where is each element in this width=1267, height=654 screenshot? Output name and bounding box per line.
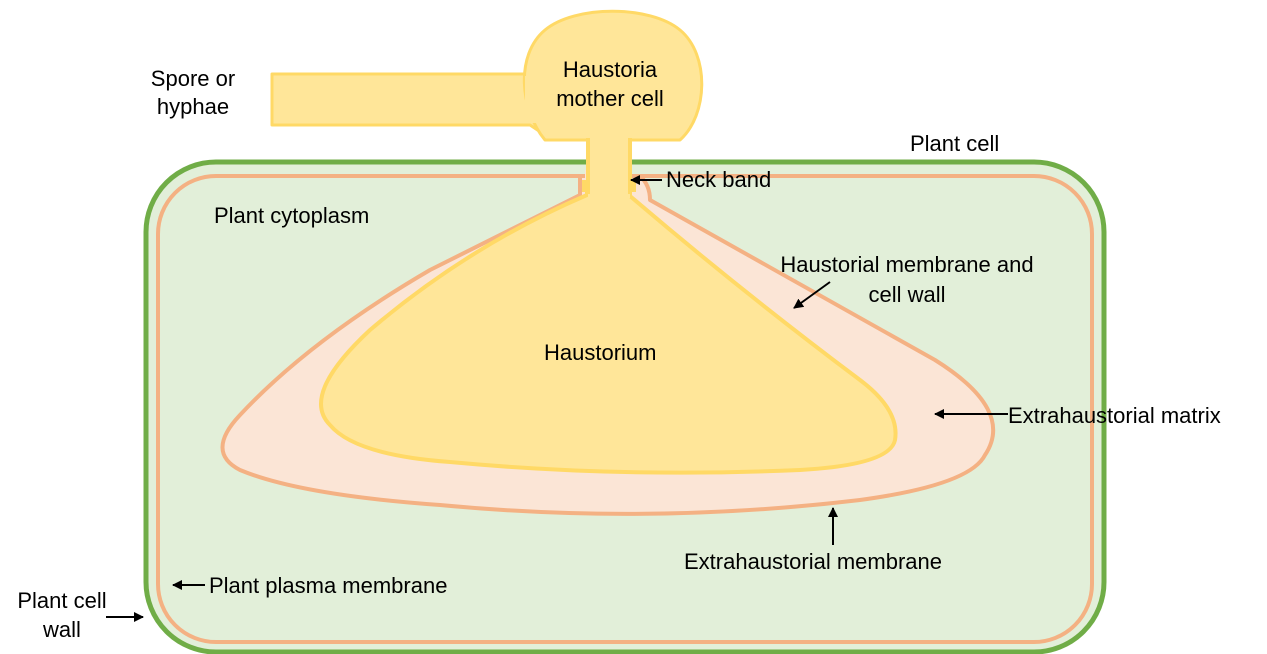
plant-cytoplasm-label: Plant cytoplasm <box>214 203 369 229</box>
hypha <box>272 66 545 135</box>
haustorium-label: Haustorium <box>544 340 656 366</box>
cell-wall-label-line2: wall <box>4 617 120 643</box>
mother-cell-label-line2: mother cell <box>535 86 685 112</box>
mother-cell-label-line1: Haustoria <box>535 57 685 83</box>
extrahaustorial-matrix-label: Extrahaustorial matrix <box>1008 403 1221 429</box>
haustorial-membrane-label-line1: Haustorial membrane and <box>752 252 1062 278</box>
spore-label-line2: hyphae <box>133 94 253 120</box>
plasma-membrane-label: Plant plasma membrane <box>209 573 447 599</box>
cell-wall-label-line1: Plant cell <box>4 588 120 614</box>
haustorial-membrane-label-line2: cell wall <box>752 282 1062 308</box>
spore-label-line1: Spore or <box>133 66 253 92</box>
extrahaustorial-membrane-label: Extrahaustorial membrane <box>684 549 942 575</box>
neck-band <box>582 180 588 192</box>
haustorium-neck <box>588 136 630 198</box>
plant-cell-label: Plant cell <box>910 131 999 157</box>
neck-band-label: Neck band <box>666 167 771 193</box>
